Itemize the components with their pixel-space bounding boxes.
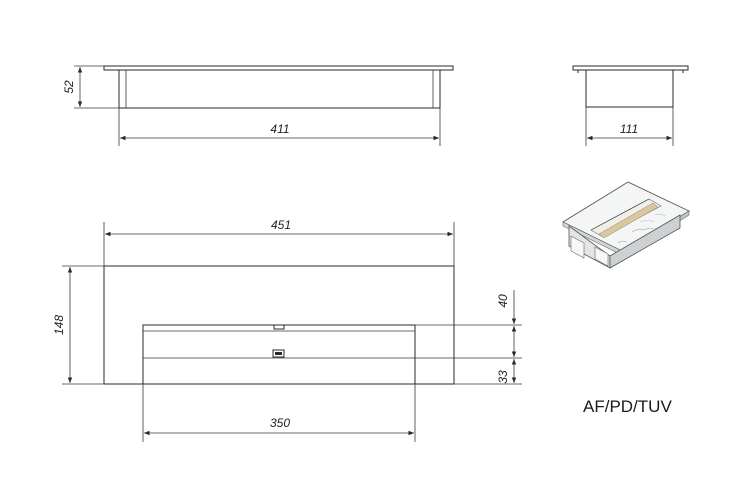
dimension-insert-offset: 40 <box>496 294 510 308</box>
plan-view: 451 148 350 40 33 <box>52 218 522 442</box>
insert-handle <box>272 349 285 358</box>
insert-top-tab <box>273 324 285 330</box>
end-view-top-plate <box>572 65 689 71</box>
dimension-side-length: 411 <box>270 122 289 136</box>
dimension-end-width: 111 <box>620 122 638 136</box>
side-view: 52 411 <box>62 65 454 146</box>
dimension-plan-depth: 148 <box>52 315 66 335</box>
fuel-tray <box>598 202 659 239</box>
isometric-render <box>562 181 690 269</box>
side-view-top-plate <box>103 65 454 71</box>
dimension-insert-depth: 33 <box>496 370 510 384</box>
side-view-body <box>118 69 441 109</box>
end-view: 111 <box>572 65 689 146</box>
dimension-plan-width: 451 <box>271 218 291 232</box>
dimension-side-height: 52 <box>62 80 76 94</box>
dimension-insert-length: 350 <box>270 416 290 430</box>
end-view-body <box>585 69 674 108</box>
model-label: AF/PD/TUV <box>583 397 672 416</box>
